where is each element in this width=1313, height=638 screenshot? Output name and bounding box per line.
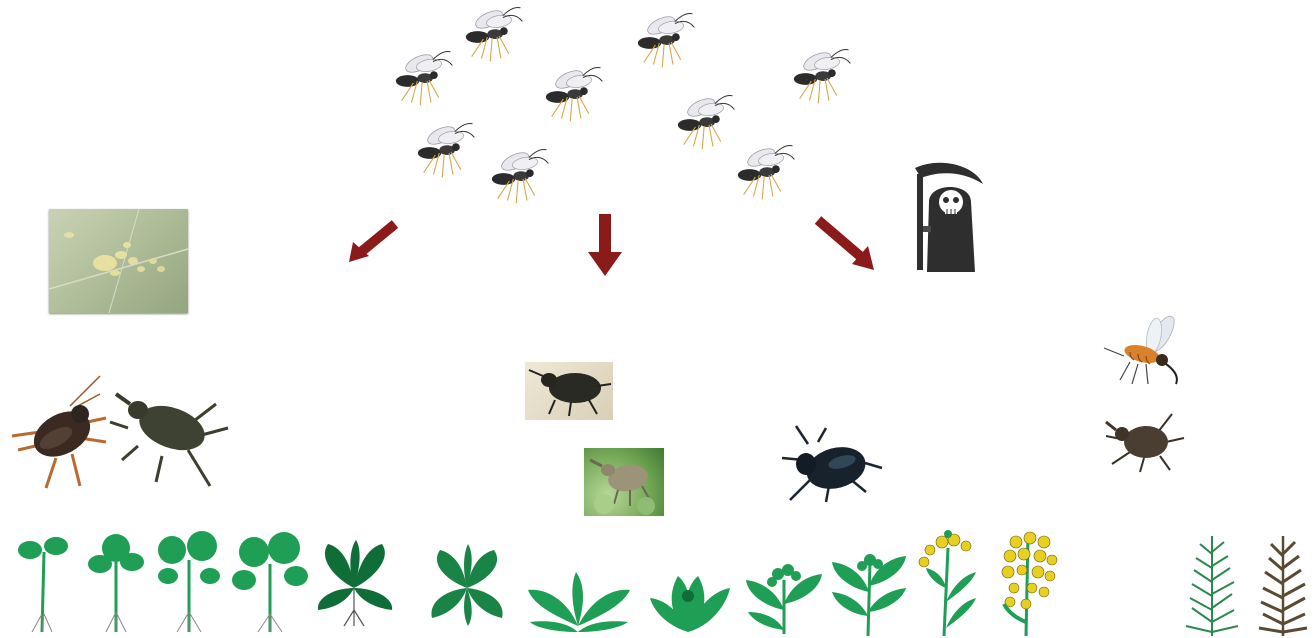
growth-stage-yellow-bud — [828, 552, 908, 636]
growth-stage-two-leaf — [86, 532, 146, 636]
growth-stage-full-flower — [996, 532, 1060, 636]
growth-stage-bud-cluster — [744, 560, 824, 636]
growth-stage-cotyledon — [14, 532, 70, 636]
arrow-down-icon — [586, 212, 624, 278]
parasitoid-wasp-icon — [788, 44, 866, 116]
parasitoid-wasp-icon — [412, 118, 490, 190]
parasitoid-wasp-icon — [632, 8, 710, 80]
stem-weevil-icon — [110, 380, 242, 492]
pod-weevil-icon — [1104, 410, 1188, 474]
parasitoid-wasp-icon — [390, 46, 468, 118]
parasitoid-wasp-icon — [486, 144, 564, 216]
growth-stage-four-leaf — [232, 530, 308, 636]
pod-midge-icon — [1100, 318, 1186, 390]
growth-stage-rosette — [314, 538, 396, 628]
growth-stage-first-flower — [914, 532, 978, 636]
growth-stage-three-leaf — [156, 530, 222, 636]
growth-stage-green-pods — [1180, 532, 1244, 636]
aphid-colony-photo — [49, 209, 188, 313]
grim-reaper-icon — [905, 160, 985, 278]
bud-weevil-photo — [584, 448, 664, 516]
arrow-down-left-icon — [345, 218, 401, 266]
pollen-beetle-icon — [778, 420, 888, 506]
parasitoid-wasp-icon — [732, 140, 810, 212]
parasitoid-wasp-icon — [460, 2, 538, 74]
growth-stage-green-bud — [646, 566, 732, 636]
growth-stage-stem-elongation — [526, 566, 632, 636]
seed-weevil-photo — [525, 362, 613, 420]
growth-stage-rosette-late — [426, 544, 508, 628]
parasitoid-wasp-icon — [540, 62, 618, 134]
flea-beetle-icon — [10, 372, 120, 496]
growth-stage-ripe-pods — [1254, 532, 1312, 636]
arrow-down-right-icon — [812, 214, 878, 274]
